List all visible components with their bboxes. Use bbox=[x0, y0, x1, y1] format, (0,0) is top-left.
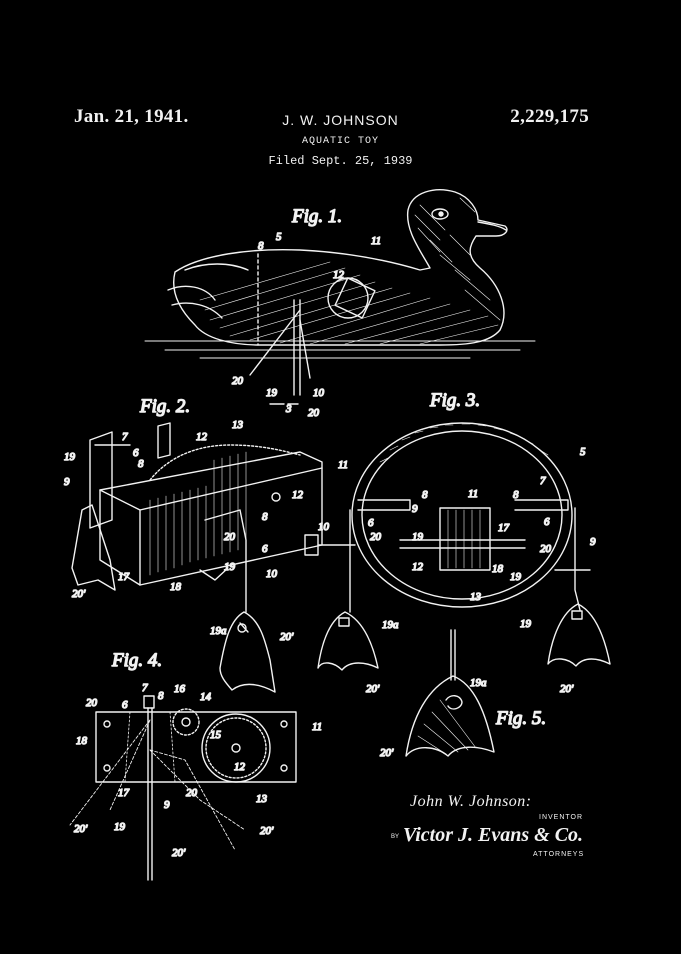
figure-4: Fig. 4. 7 6 8 16 14 20 11 15 18 12 17 9 … bbox=[69, 649, 323, 881]
reference-numeral: 20 bbox=[186, 787, 198, 799]
reference-numeral: 12 bbox=[196, 431, 208, 443]
reference-numeral: 13 bbox=[232, 419, 244, 431]
reference-numeral: 9 bbox=[164, 799, 170, 811]
filed-date: Filed Sept. 25, 1939 bbox=[268, 154, 413, 168]
figure-2: Fig. 2. 7 6 8 bbox=[63, 395, 349, 693]
reference-numeral: 11 bbox=[312, 721, 322, 733]
fig1-refs: 5 11 12 8 20 19 10 3 20 bbox=[231, 230, 382, 419]
reference-numeral: 6 bbox=[368, 517, 374, 529]
reference-numeral: 7 bbox=[122, 431, 128, 443]
water-lines bbox=[144, 340, 536, 359]
reference-numeral: 18 bbox=[170, 581, 182, 593]
reference-numeral: 10 bbox=[266, 568, 278, 580]
reference-numeral: 19 bbox=[266, 387, 278, 399]
reference-numeral: 19 bbox=[114, 821, 126, 833]
reference-numeral: 20 bbox=[232, 375, 244, 387]
reference-numeral: 20 bbox=[86, 697, 98, 709]
reference-numeral: 20' bbox=[560, 683, 574, 695]
reference-numeral: 20 bbox=[370, 531, 382, 543]
reference-numeral: 12 bbox=[333, 269, 345, 281]
fig2-label: Fig. 2. bbox=[139, 396, 190, 417]
reference-numeral: 8 bbox=[258, 240, 264, 252]
reference-numeral: 11 bbox=[371, 235, 381, 247]
reference-numeral: 18 bbox=[76, 735, 88, 747]
reference-numeral: 17 bbox=[118, 787, 130, 799]
fig1-label: Fig. 1. bbox=[291, 206, 342, 227]
reference-numeral: 19 bbox=[224, 561, 236, 573]
reference-numeral: 8 bbox=[422, 489, 428, 501]
reference-numeral: 8 bbox=[138, 458, 144, 470]
reference-numeral: 19a bbox=[470, 677, 487, 689]
reference-numeral: 13 bbox=[256, 793, 268, 805]
duck-body bbox=[167, 189, 508, 405]
figure-3: Fig. 3. 5 bbox=[304, 389, 611, 696]
reference-numeral: 16 bbox=[174, 683, 186, 695]
reference-numeral: 17 bbox=[118, 571, 130, 583]
inventor-caption: INVENTOR bbox=[539, 814, 584, 821]
reference-numeral: 3 bbox=[285, 403, 292, 415]
reference-numeral: 5 bbox=[276, 231, 282, 243]
reference-numeral: 20' bbox=[74, 823, 88, 835]
reference-numeral: 19a bbox=[382, 619, 399, 631]
reference-numeral: 10 bbox=[318, 521, 330, 533]
reference-numeral: 20 bbox=[224, 531, 236, 543]
reference-numeral: 12 bbox=[292, 489, 304, 501]
reference-numeral: 9 bbox=[590, 536, 596, 548]
patent-title: AQUATIC TOY bbox=[301, 136, 379, 147]
reference-numeral: 19 bbox=[64, 451, 76, 463]
reference-numeral: 5 bbox=[580, 446, 586, 458]
reference-numeral: 8 bbox=[158, 690, 164, 702]
reference-numeral: 19 bbox=[510, 571, 522, 583]
reference-numeral: 20' bbox=[172, 847, 186, 859]
attorneys-caption: ATTORNEYS bbox=[533, 851, 585, 858]
reference-numeral: 7 bbox=[142, 682, 148, 694]
reference-numeral: 11 bbox=[338, 459, 348, 471]
reference-numeral: 14 bbox=[200, 691, 212, 703]
figure-1: Fig. 1. bbox=[144, 189, 536, 420]
reference-numeral: 8 bbox=[262, 511, 268, 523]
reference-numeral: 20' bbox=[380, 747, 394, 759]
reference-numeral: 11 bbox=[468, 488, 478, 500]
reference-numeral: 6 bbox=[122, 699, 128, 711]
reference-numeral: 20 bbox=[308, 407, 320, 419]
reference-numeral: 20' bbox=[366, 683, 380, 695]
reference-numeral: 6 bbox=[544, 516, 550, 528]
reference-numeral: 13 bbox=[470, 591, 482, 603]
reference-numeral: 19 bbox=[520, 618, 532, 630]
fig2-refs: 7 6 8 19 9 13 12 11 12 8 20 6 17 18 19 1… bbox=[63, 418, 349, 643]
reference-numeral: 20' bbox=[72, 588, 86, 600]
reference-numeral: 19a bbox=[210, 625, 227, 637]
reference-numeral: 7 bbox=[540, 475, 546, 487]
reference-numeral: 9 bbox=[412, 503, 418, 515]
reference-numeral: 20' bbox=[280, 631, 294, 643]
reference-numeral: 8 bbox=[513, 489, 519, 501]
reference-numeral: 19 bbox=[412, 531, 424, 543]
by-label: BY bbox=[391, 834, 400, 840]
fig3-refs: 5 8 9 11 8 7 10 6 20 19 17 6 20 9 12 18 … bbox=[317, 445, 596, 695]
fig4-label: Fig. 4. bbox=[111, 650, 162, 671]
reference-numeral: 9 bbox=[64, 476, 70, 488]
fig5-label: Fig. 5. bbox=[495, 708, 546, 729]
inventor-name: J. W. JOHNSON bbox=[282, 112, 399, 128]
reference-numeral: 12 bbox=[412, 561, 424, 573]
patent-number: 2,229,175 bbox=[510, 106, 589, 127]
reference-numeral: 18 bbox=[492, 563, 504, 575]
fig4-refs: 7 6 8 16 14 20 11 15 18 12 17 9 20 13 20… bbox=[73, 681, 323, 859]
inventor-signature: John W. Johnson: bbox=[410, 793, 532, 810]
reference-numeral: 6 bbox=[133, 447, 139, 459]
reference-numeral: 12 bbox=[234, 761, 246, 773]
patent-date: Jan. 21, 1941. bbox=[74, 106, 189, 127]
reference-numeral: 17 bbox=[498, 522, 510, 534]
figure-5: Fig. 5. 19a 20' bbox=[379, 629, 547, 760]
reference-numeral: 6 bbox=[262, 543, 268, 555]
fig3-label: Fig. 3. bbox=[429, 390, 480, 411]
reference-numeral: 20 bbox=[540, 543, 552, 555]
reference-numeral: 20' bbox=[260, 825, 274, 837]
reference-numeral: 10 bbox=[313, 387, 325, 399]
attorney-signature: Victor J. Evans & Co. bbox=[403, 824, 584, 846]
reference-numeral: 15 bbox=[210, 729, 222, 741]
fig5-refs: 19a 20' bbox=[379, 676, 487, 759]
